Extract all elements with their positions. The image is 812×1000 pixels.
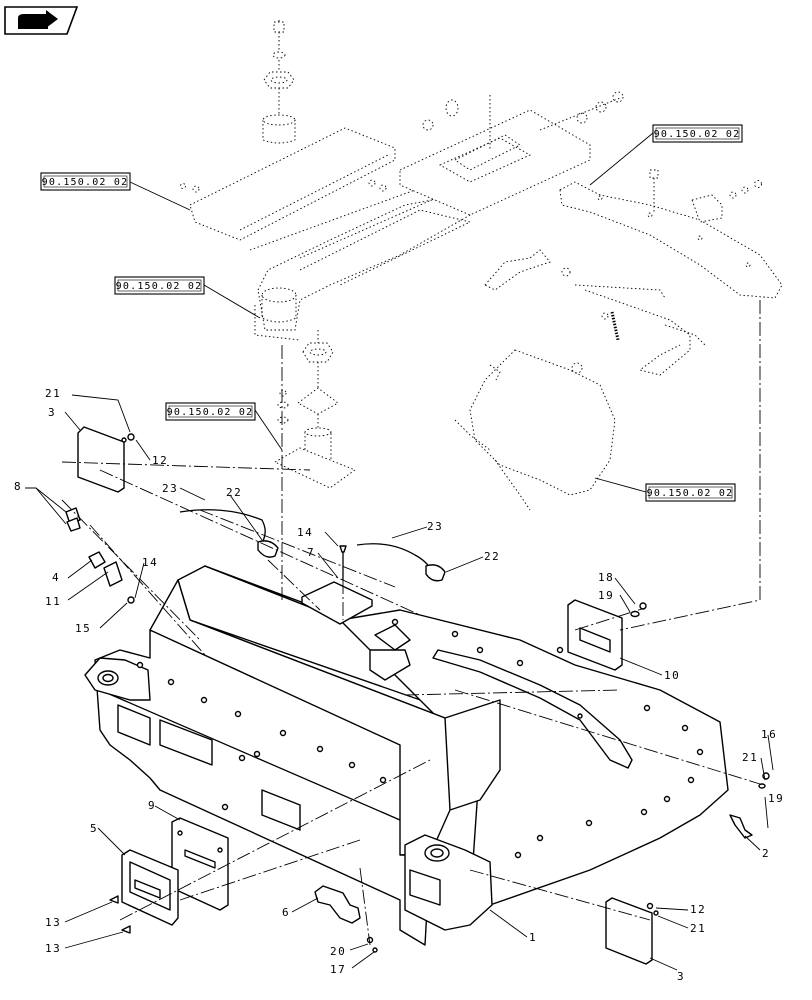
plate-part-3-top (77, 426, 125, 493)
upper-swivel-assembly (180, 20, 624, 489)
callout-12-b: 12 (690, 903, 706, 916)
main-frame-part-1 (84, 565, 729, 946)
callout-2: 2 (762, 847, 770, 860)
bracket-part-18-plate (567, 599, 623, 671)
callout-21-b: 21 (742, 751, 758, 764)
reference-label-1: 90.150.02 02 (654, 129, 741, 140)
rail-hole (577, 713, 583, 719)
callout-3-b: 3 (677, 970, 685, 983)
callout-16: 16 (761, 728, 777, 741)
reference-label-2: 90.150.02 02 (42, 177, 129, 188)
callout-numbers: 21 3 12 8 23 22 14 7 23 22 4 11 14 15 18… (14, 387, 784, 983)
callout-6: 6 (282, 906, 290, 919)
cable-lug-22-left (257, 540, 279, 558)
rail-part-10 (432, 649, 633, 769)
callout-14-b: 14 (142, 556, 158, 569)
callout-22-b: 22 (484, 550, 500, 563)
callout-23-a: 23 (162, 482, 178, 495)
nav-next-button[interactable] (4, 6, 79, 35)
callout-19-b: 19 (768, 792, 784, 805)
cable-lug-22-right (425, 564, 446, 582)
reference-label-5: 90.150.02 02 (647, 488, 734, 499)
bracket-part-5 (121, 849, 179, 926)
reference-box-4[interactable]: 90.150.02 02 (165, 402, 256, 421)
bracket-part-6 (314, 885, 361, 924)
callout-15: 15 (75, 622, 91, 635)
callout-3-a: 3 (48, 406, 56, 419)
callout-1: 1 (529, 931, 537, 944)
cable-part-23-left (179, 509, 266, 549)
callout-13-a: 13 (45, 916, 61, 929)
reference-box-2[interactable]: 90.150.02 02 (40, 172, 131, 191)
pad-edge (301, 597, 373, 625)
callout-13-b: 13 (45, 942, 61, 955)
small-fasteners (65, 433, 770, 953)
plate-part-3-bottom (605, 897, 653, 965)
reference-box-3[interactable]: 90.150.02 02 (114, 276, 205, 295)
callout-19-a: 19 (598, 589, 614, 602)
callout-9: 9 (148, 799, 156, 812)
callout-5: 5 (90, 822, 98, 835)
callout-17: 17 (330, 963, 346, 976)
callout-11: 11 (45, 595, 61, 608)
callout-14-a: 14 (297, 526, 313, 539)
reference-label-4: 90.150.02 02 (167, 407, 254, 418)
callout-10: 10 (664, 669, 680, 682)
callout-21-c: 21 (690, 922, 706, 935)
callout-8: 8 (14, 480, 22, 493)
callout-21-a: 21 (45, 387, 61, 400)
callout-leaders (25, 394, 774, 971)
center-lines (61, 300, 761, 946)
plate-part-9 (171, 817, 229, 911)
reference-leaders (129, 132, 654, 493)
face-holes (136, 661, 387, 811)
callout-18: 18 (598, 571, 614, 584)
reference-box-1[interactable]: 90.150.02 02 (652, 124, 743, 143)
callout-23-b: 23 (427, 520, 443, 533)
right-linkage-assembly (454, 169, 783, 511)
deck-holes (391, 618, 704, 859)
callout-7: 7 (307, 546, 315, 559)
reference-label-3: 90.150.02 02 (116, 281, 203, 292)
callout-22-a: 22 (226, 486, 242, 499)
callout-12-a: 12 (152, 454, 168, 467)
callout-4: 4 (52, 571, 60, 584)
callout-20: 20 (330, 945, 346, 958)
reference-box-5[interactable]: 90.150.02 02 (645, 483, 736, 502)
arrow-right-icon (18, 10, 58, 29)
cable-part-23-right (356, 543, 433, 573)
